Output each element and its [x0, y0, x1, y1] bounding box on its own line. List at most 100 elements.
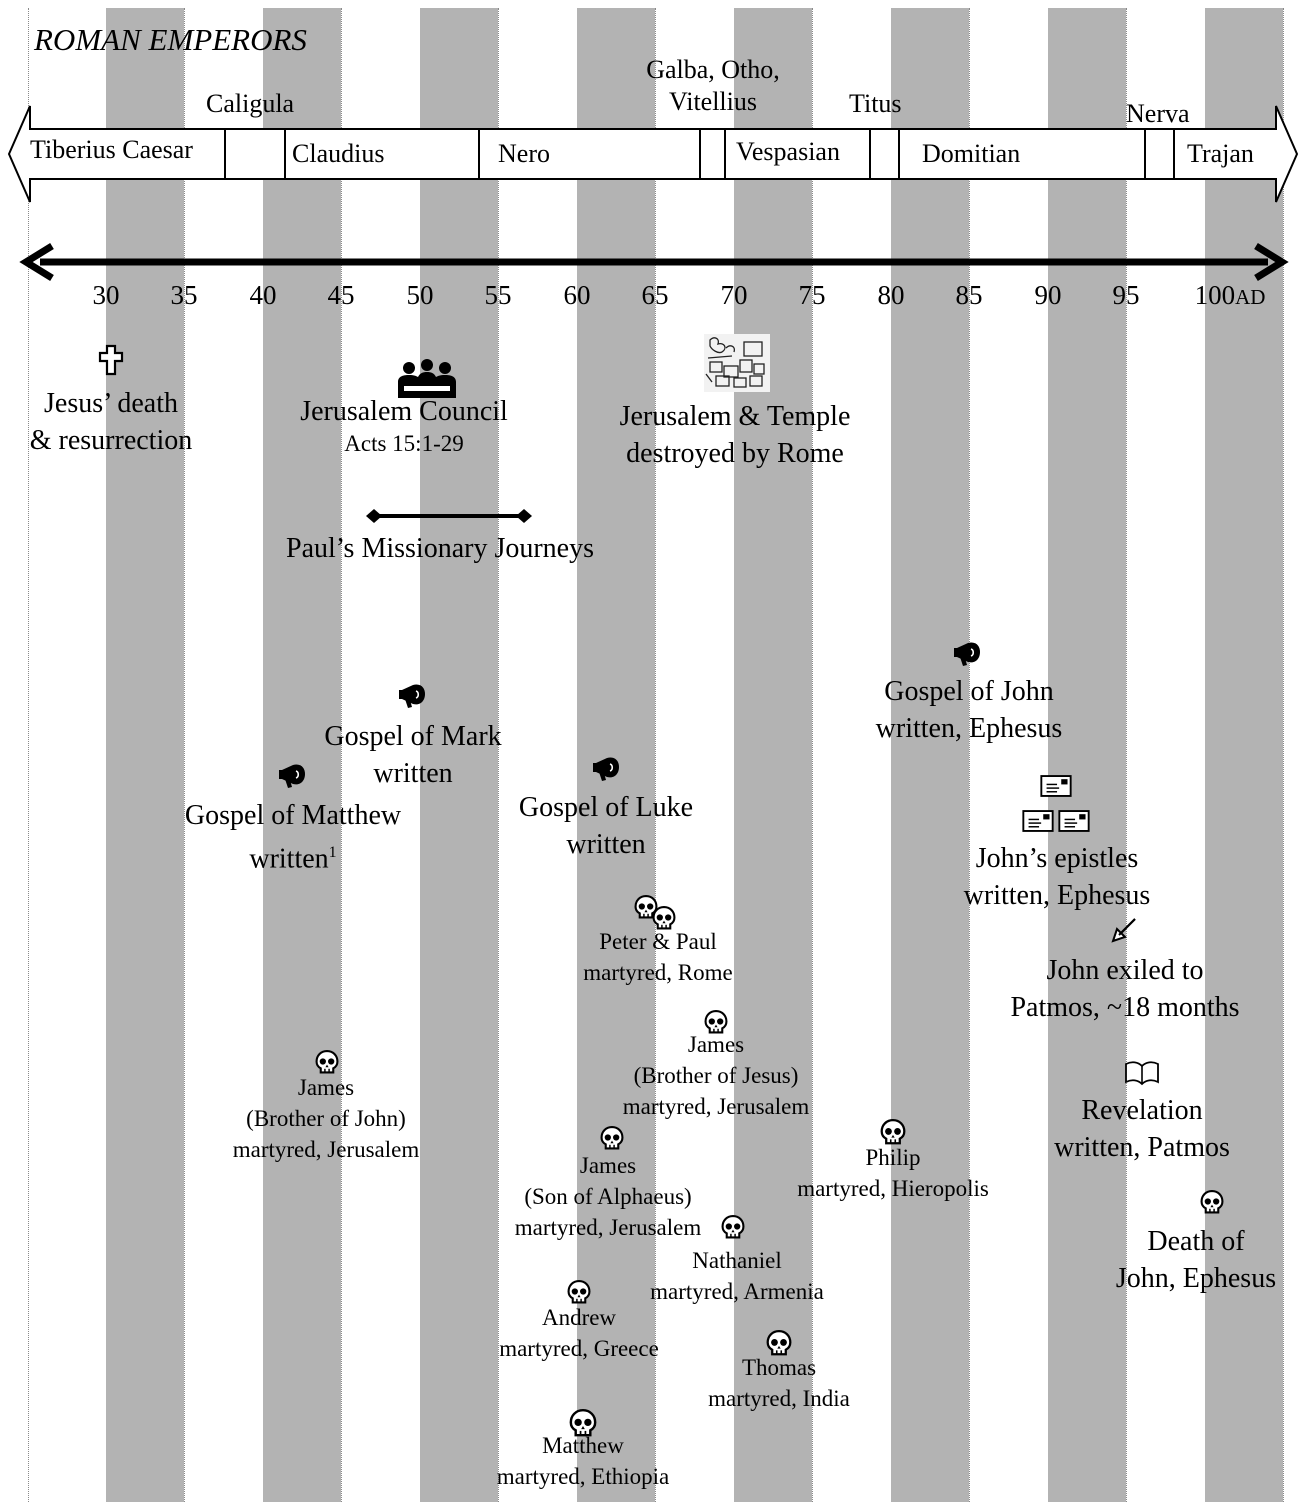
- event-john-death: Death of John, Ephesus: [1092, 1223, 1300, 1297]
- event-label-line: James: [687, 1032, 745, 1057]
- emperor-galba-otho-vitellius: Galba, Otho, Vitellius: [638, 54, 788, 118]
- event-gospel-john: Gospel of John written, Ephesus: [840, 673, 1098, 747]
- council-group-icon: [398, 359, 456, 398]
- event-gospel-matthew: Gospel of Matthew written1: [160, 797, 426, 877]
- tick-suffix: AD: [1235, 285, 1266, 309]
- event-label-line: (Son of Alphaeus): [524, 1184, 692, 1209]
- tick-label: 30: [92, 280, 120, 310]
- event-jesus-death: Jesus’ death & resurrection: [0, 385, 222, 459]
- event-matthew-martyred: Matthew martyred, Ethiopia: [474, 1430, 692, 1492]
- event-label-line: written, Ephesus: [875, 713, 1063, 744]
- year-band: [1048, 8, 1126, 1502]
- event-label-line: Jerusalem Council: [300, 396, 508, 427]
- section-title: ROMAN EMPERORS: [34, 22, 307, 57]
- event-label-line: martyred, Greece: [499, 1336, 659, 1361]
- event-label-line: martyred, Jerusalem: [232, 1137, 420, 1162]
- event-thomas-martyred: Thomas martyred, India: [680, 1352, 878, 1414]
- year-divider: [655, 8, 656, 1502]
- emperor-label-line: Galba, Otho,: [646, 55, 780, 84]
- tick-label: 100: [1194, 280, 1236, 310]
- year-divider: [1126, 8, 1127, 1502]
- emperor-nerva: Nerva: [1126, 99, 1190, 128]
- event-philip-martyred: Philip martyred, Hieropolis: [770, 1142, 1016, 1204]
- event-andrew-martyred: Andrew martyred, Greece: [474, 1302, 684, 1364]
- event-revelation: Revelation written, Patmos: [1020, 1092, 1264, 1166]
- event-label-line: martyred, India: [708, 1386, 850, 1411]
- year-band: [734, 8, 812, 1502]
- event-label-line: martyred, Ethiopia: [496, 1464, 670, 1489]
- letter-icon: [1058, 810, 1090, 832]
- event-label-line: Gospel of Luke: [518, 792, 694, 823]
- journeys-range-bar: [366, 509, 532, 523]
- skull-icon: [721, 1215, 745, 1239]
- emperor-claudius: Claudius: [292, 139, 385, 168]
- tick-label: 85: [955, 280, 983, 310]
- megaphone-icon: [398, 683, 426, 709]
- event-label-line: written: [566, 829, 646, 860]
- event-label-line: Patmos, ~18 months: [1010, 992, 1240, 1023]
- event-label-line: Gospel of Matthew: [184, 800, 402, 831]
- arrow-icon: [1111, 918, 1136, 943]
- event-label-line: written, Ephesus: [963, 880, 1151, 911]
- year-band: [420, 8, 498, 1502]
- year-band: [106, 8, 184, 1502]
- emperor-vespasian: Vespasian: [736, 137, 840, 166]
- event-label-line: John exiled to: [1046, 955, 1204, 986]
- skull-icon: [315, 1050, 339, 1074]
- year-divider: [341, 8, 342, 1502]
- megaphone-icon: [592, 756, 620, 782]
- event-temple-destroyed: Jerusalem & Temple destroyed by Rome: [590, 398, 880, 472]
- year-divider: [498, 8, 499, 1502]
- event-label-line: written, Patmos: [1054, 1132, 1230, 1163]
- event-label-line: martyred, Jerusalem: [622, 1094, 810, 1119]
- event-label-line: Philip: [865, 1145, 921, 1170]
- event-label-line: written1: [160, 834, 426, 877]
- event-label-line: Death of: [1147, 1226, 1245, 1257]
- book-icon: [1125, 1061, 1159, 1086]
- event-label-text: written: [249, 843, 329, 875]
- emperor-nero: Nero: [498, 139, 550, 168]
- emperor-arrow-bar: [7, 105, 1299, 203]
- tick-label: 35: [170, 280, 198, 310]
- event-james-son-of-alphaeus-martyred: James (Son of Alphaeus) martyred, Jerusa…: [488, 1150, 728, 1243]
- event-gospel-luke: Gospel of Luke written: [486, 789, 726, 863]
- megaphone-icon: [953, 641, 981, 667]
- letter-icon: [1040, 775, 1072, 797]
- event-label-line: Jerusalem & Temple: [619, 401, 851, 432]
- letter-icon: [1022, 810, 1054, 832]
- event-john-epistles: John’s epistles written, Ephesus: [930, 840, 1184, 914]
- event-peter-paul-martyred: Peter & Paul martyred, Rome: [550, 926, 766, 988]
- skull-icon: [600, 1126, 624, 1150]
- year-divider: [969, 8, 970, 1502]
- tick-label: 40: [249, 280, 277, 310]
- emperor-label-line: Vitellius: [669, 87, 757, 116]
- emperor-domitian: Domitian: [922, 139, 1021, 168]
- skull-icon: [567, 1280, 591, 1304]
- tick-label: 60: [563, 280, 591, 310]
- event-james-brother-of-john-martyred: James (Brother of John) martyred, Jerusa…: [206, 1072, 446, 1165]
- tick-label: 65: [641, 280, 669, 310]
- event-james-brother-of-jesus-martyred: James (Brother of Jesus) martyred, Jerus…: [596, 1029, 836, 1122]
- cross-icon: [98, 344, 124, 376]
- year-divider: [184, 8, 185, 1502]
- event-label-line: James: [297, 1075, 355, 1100]
- event-label-line: Matthew: [542, 1433, 624, 1458]
- event-label-line: James: [579, 1153, 637, 1178]
- event-john-exile: John exiled to Patmos, ~18 months: [980, 952, 1270, 1026]
- event-label-line: destroyed by Rome: [626, 438, 844, 469]
- skull-icon: [1200, 1190, 1224, 1214]
- event-label-line: martyred, Hieropolis: [797, 1176, 989, 1201]
- year-divider: [812, 8, 813, 1502]
- event-label-line: written: [373, 758, 453, 789]
- event-label-line: Jesus’ death: [44, 388, 178, 419]
- year-band: [577, 8, 655, 1502]
- event-jerusalem-council: Jerusalem Council Acts 15:1-29: [264, 393, 544, 459]
- emperor-trajan: Trajan: [1187, 139, 1254, 168]
- event-label-line: martyred, Rome: [583, 960, 733, 985]
- event-gospel-mark: Gospel of Mark written: [290, 718, 536, 792]
- event-label-line: Peter & Paul: [599, 929, 717, 954]
- tick-label: 90: [1034, 280, 1062, 310]
- event-paul-journeys: Paul’s Missionary Journeys: [286, 533, 594, 564]
- event-label-line: Acts 15:1-29: [344, 431, 464, 456]
